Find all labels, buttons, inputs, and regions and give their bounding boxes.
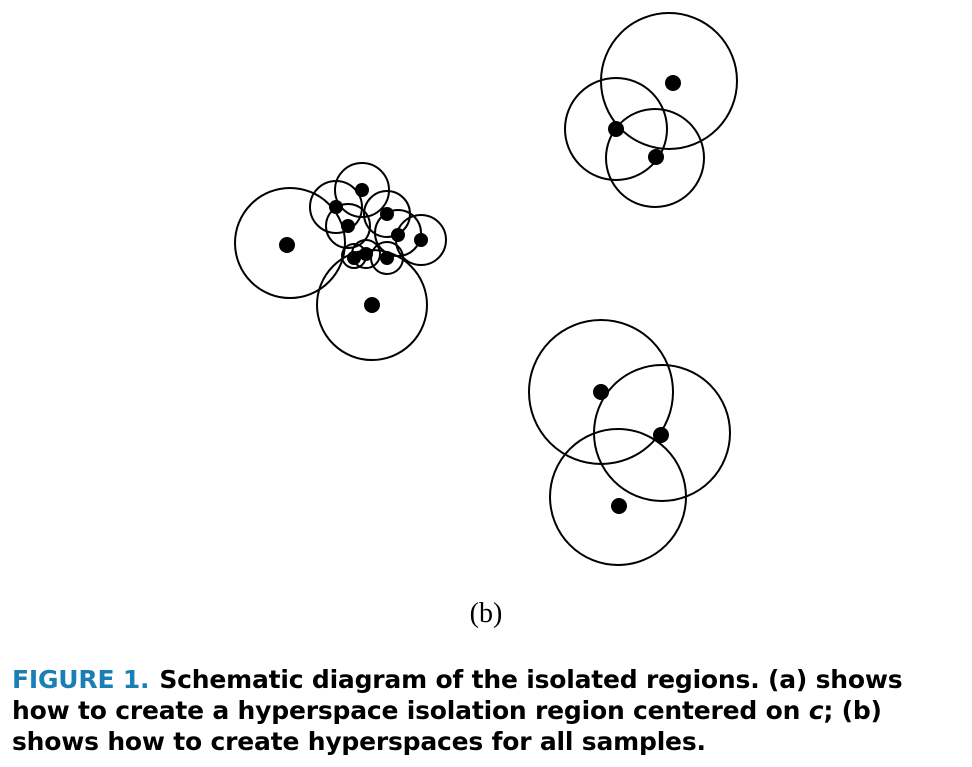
sample-point xyxy=(347,251,361,265)
subfigure-label: (b) xyxy=(469,598,503,629)
isolation-circle xyxy=(325,203,371,249)
isolation-circle xyxy=(564,77,668,181)
sample-point xyxy=(364,297,380,313)
sample-point xyxy=(341,219,355,233)
sample-point xyxy=(608,121,624,137)
sample-point xyxy=(279,237,295,253)
isolation-circle xyxy=(234,187,346,299)
isolation-regions-diagram xyxy=(234,12,738,566)
sample-point xyxy=(653,427,669,443)
sample-point xyxy=(648,149,664,165)
sample-point xyxy=(329,200,343,214)
isolation-circle xyxy=(605,108,705,208)
caption-variable: c xyxy=(808,696,824,725)
isolation-circles xyxy=(234,12,738,566)
sample-points xyxy=(279,75,681,514)
sample-point xyxy=(611,498,627,514)
isolation-circle xyxy=(549,428,687,566)
sample-point xyxy=(359,247,373,261)
isolation-circle xyxy=(334,162,390,218)
sample-point xyxy=(593,384,609,400)
caption-text-part1: Schematic diagram of the isolated region… xyxy=(12,665,903,725)
sample-point xyxy=(665,75,681,91)
caption-text-part2: ; (b) shows how to create hyperspaces fo… xyxy=(12,696,882,756)
sample-point xyxy=(380,207,394,221)
caption-figure-number: FIGURE 1. xyxy=(12,665,150,694)
sample-point xyxy=(355,183,369,197)
sample-point xyxy=(391,228,405,242)
sample-point xyxy=(414,233,428,247)
figure-caption: FIGURE 1.Schematic diagram of the isolat… xyxy=(12,664,962,757)
sample-point xyxy=(380,251,394,265)
